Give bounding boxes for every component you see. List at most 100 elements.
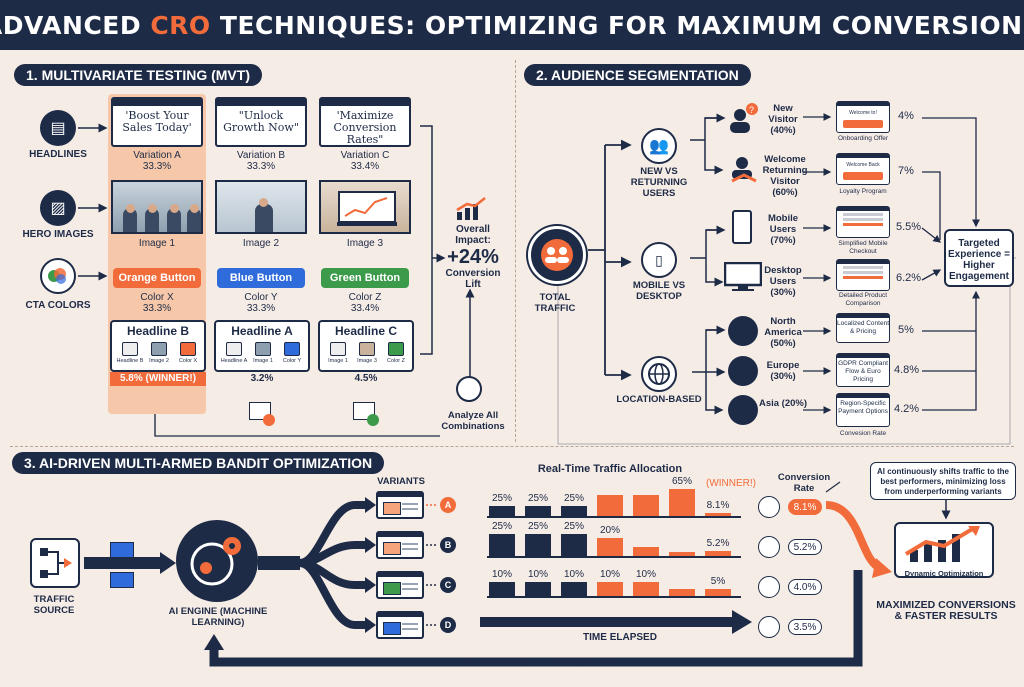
- variant-a[interactable]: [376, 491, 424, 519]
- bar-b-6: [669, 552, 695, 556]
- section-divider-vertical: [515, 60, 516, 442]
- desktop-icon: [723, 261, 763, 291]
- headline-variation-a[interactable]: 'Boost Your Sales Today': [111, 97, 203, 147]
- users-icon: 👥: [641, 128, 677, 164]
- growth-chart-icon: [456, 197, 486, 220]
- caption-product-comparison: Detailed Product Comparison: [838, 292, 888, 307]
- card-gdpr[interactable]: [836, 353, 890, 387]
- green-button[interactable]: Green Button: [321, 268, 409, 288]
- group-location-label: LOCATION-BASED: [616, 394, 702, 405]
- segmentation-section-title: 2. AUDIENCE SEGMENTATION: [524, 64, 751, 86]
- conversion-rate-caption: Convesion Rate: [839, 430, 887, 437]
- bar-label-a-1: 25%: [491, 493, 512, 504]
- variant-d[interactable]: [376, 611, 424, 639]
- bar-label-a-7: 8.1%: [706, 500, 730, 511]
- chart-icon-c: [758, 576, 780, 598]
- variant-letter-c: C: [440, 577, 456, 593]
- group-mobile-desktop-label: MOBILE VS DESKTOP: [632, 280, 686, 302]
- orange-button[interactable]: Orange Button: [113, 268, 201, 288]
- card-payment[interactable]: [836, 393, 890, 427]
- globe-america-icon: [728, 316, 758, 346]
- time-elapsed-label: TIME ELAPSED: [583, 632, 657, 643]
- card-product-comparison[interactable]: [836, 259, 890, 291]
- total-traffic-label: TOTAL TRAFFIC: [534, 292, 576, 314]
- hero-image-2[interactable]: [215, 180, 307, 234]
- row-label-hero-images: HERO IMAGES: [22, 229, 94, 240]
- bar-a-2: [525, 506, 551, 516]
- ai-engine-label: AI ENGINE (MACHINE LEARNING): [168, 606, 268, 628]
- impact-sub: Conversion Lift: [445, 268, 501, 290]
- card-localized[interactable]: [836, 313, 890, 343]
- blue-button[interactable]: Blue Button: [217, 268, 305, 288]
- bar-c-1: [489, 582, 515, 596]
- hero-image-3[interactable]: [319, 180, 411, 234]
- sub-new-visitor: New Visitor (40%): [768, 103, 798, 136]
- bar-label-a-2: 25%: [527, 493, 548, 504]
- total-traffic-icon: [528, 226, 586, 284]
- page-title: ADVANCED CRO TECHNIQUES: OPTIMIZING FOR …: [0, 10, 1024, 40]
- bar-label-c-1: 10%: [491, 569, 512, 580]
- bar-c-7: [705, 589, 731, 596]
- chart-icon-a: [758, 496, 780, 518]
- globe-asia-icon: [728, 395, 758, 425]
- image-icon: ▨: [40, 190, 76, 226]
- caption-localized: Localized Content & Pricing: [836, 320, 890, 335]
- caption-onboarding: Onboarding Offer: [837, 135, 889, 142]
- bar-label-c-5: 10%: [635, 569, 656, 580]
- rate-europe: 4.8%: [894, 364, 920, 376]
- image-2-label: Image 2: [242, 238, 280, 249]
- email-icon-2: [110, 572, 134, 588]
- variant-b[interactable]: [376, 531, 424, 559]
- group-new-returning-label: NEW VS RETURNING USERS: [630, 166, 688, 199]
- page-header: ADVANCED CRO TECHNIQUES: OPTIMIZING FOR …: [0, 0, 1024, 50]
- sub-europe: Europe (30%): [766, 360, 800, 382]
- variant-c[interactable]: [376, 571, 424, 599]
- bar-label-b-1: 25%: [491, 521, 512, 532]
- rate-asia: 4.2%: [894, 403, 920, 415]
- sub-mobile-users: Mobile Users (70%): [767, 213, 799, 246]
- hero-image-1[interactable]: [111, 180, 203, 234]
- caption-loyalty: Loyalty Program: [839, 188, 887, 195]
- variant-letter-a: A: [440, 497, 456, 513]
- bar-label-c-7: 5%: [710, 576, 726, 587]
- card-loyalty[interactable]: Welcome Back: [836, 153, 890, 185]
- chart-icon-d: [758, 616, 780, 638]
- chart-baseline-b: [487, 556, 741, 558]
- impact-label: Overall Impact:: [455, 224, 491, 246]
- bar-label-a-3: 25%: [563, 493, 584, 504]
- sub-north-america: North America (50%): [764, 316, 802, 349]
- bar-a-5: [633, 495, 659, 516]
- bar-c-2: [525, 582, 551, 596]
- email-icon: [110, 542, 134, 558]
- color-palette-icon: [40, 258, 76, 294]
- chart-baseline-a: [487, 516, 741, 518]
- bar-a-4: [597, 495, 623, 516]
- traffic-source-label: TRAFFIC SOURCE: [33, 594, 75, 616]
- bar-c-3: [561, 582, 587, 596]
- result-label: MAXIMIZED CONVERSIONS & FASTER RESULTS: [876, 599, 1016, 622]
- headline-variation-c[interactable]: 'Maximize Conversion Rates": [319, 97, 411, 147]
- magnifier-icon: [456, 376, 482, 402]
- bar-c-5: [633, 582, 659, 596]
- rate-north-america: 5%: [898, 324, 914, 336]
- image-1-label: Image 1: [138, 238, 176, 249]
- headline-variation-b[interactable]: "Unlock Growth Now": [215, 97, 307, 147]
- image-3-label: Image 3: [346, 238, 384, 249]
- combo-c-result: 4.5%: [354, 373, 378, 384]
- rate-variant-c: 4.0%: [788, 579, 822, 595]
- variants-label: VARIANTS: [377, 476, 425, 487]
- caption-mobile-checkout: Simplified Mobile Checkout: [838, 240, 888, 255]
- winner-tag: (WINNER!): [706, 478, 756, 489]
- caption-payment: Region-Specific Payment Options: [838, 400, 888, 415]
- bar-a-1: [489, 506, 515, 516]
- card-onboarding[interactable]: Welcome to!: [836, 101, 890, 133]
- card-mobile-checkout[interactable]: [836, 206, 890, 238]
- bar-label-b-7: 5.2%: [706, 538, 730, 549]
- sub-asia: Asia (20%): [758, 398, 808, 409]
